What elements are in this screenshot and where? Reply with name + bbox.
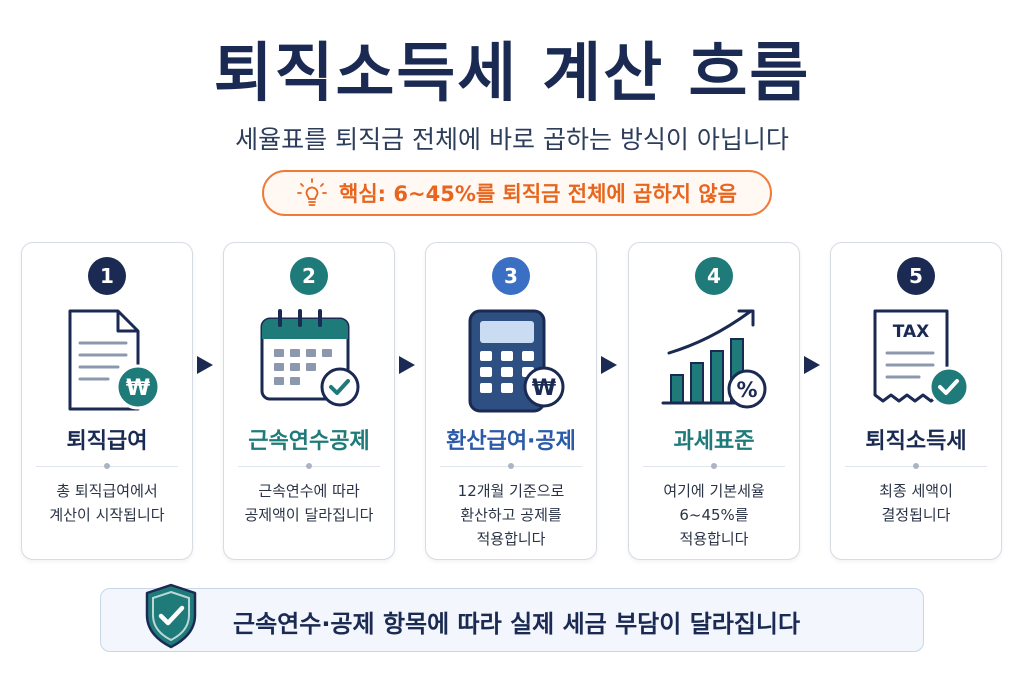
page-title: 퇴직소득세 계산 흐름	[213, 37, 811, 111]
arrow-right-icon	[601, 356, 617, 374]
arrow-right-icon	[197, 356, 213, 374]
divider	[643, 463, 785, 469]
svg-text:₩: ₩	[532, 376, 556, 401]
divider	[36, 463, 178, 469]
chart-percent-icon: %	[661, 309, 767, 409]
footer-text: 근속연수·공제 항목에 따라 실제 세금 부담이 달라집니다	[233, 609, 801, 638]
tax-receipt-check-icon: TAX	[873, 309, 970, 408]
step-card-2: 2 근속연수공제 근속연수에 따라 공제액이 달라집니다	[223, 242, 395, 560]
key-point-badge: 핵심: 6~45%를 퇴직금 전체에 곱하지 않음	[262, 170, 772, 216]
step-description: 12개월 기준으로 환산하고 공제를 적용합니다	[457, 482, 565, 548]
svg-text:TAX: TAX	[893, 322, 930, 342]
arrow-right-icon	[399, 356, 415, 374]
step-title: 과세표준	[673, 429, 755, 454]
svg-text:₩: ₩	[126, 376, 150, 401]
step-title: 퇴직급여	[66, 429, 148, 454]
calendar-check-icon	[260, 309, 360, 407]
step-description: 여기에 기본세율 6~45%를 적용합니다	[663, 482, 765, 548]
calculator-won-icon: ₩	[468, 309, 565, 413]
key-point-text: 핵심: 6~45%를 퇴직금 전체에 곱하지 않음	[339, 182, 737, 206]
step-number: 4	[695, 257, 733, 295]
step-number: 3	[492, 257, 530, 295]
step-description: 최종 세액이 결정됩니다	[879, 482, 953, 524]
shield-check-icon	[145, 583, 197, 649]
step-description: 총 퇴직급여에서 계산이 시작됩니다	[49, 482, 165, 524]
step-card-4: 4 % 과세표준 여기에 기본세율 6~45%를 적용합니다	[628, 242, 800, 560]
step-number: 5	[897, 257, 935, 295]
arrow-right-icon	[804, 356, 820, 374]
svg-text:%: %	[736, 378, 757, 402]
step-card-3: 3 ₩ 환산급여·공제 12개월 기준으로 환산하고 공제를 적용합니다	[425, 242, 597, 560]
step-title: 퇴직소득세	[865, 429, 967, 454]
footer-banner: 근속연수·공제 항목에 따라 실제 세금 부담이 달라집니다	[100, 583, 924, 652]
divider	[845, 463, 987, 469]
document-won-icon: ₩	[68, 309, 161, 411]
divider	[238, 463, 380, 469]
step-description: 근속연수에 따라 공제액이 달라집니다	[244, 482, 374, 524]
step-title: 환산급여·공제	[446, 429, 576, 454]
step-title: 근속연수공제	[248, 429, 370, 454]
step-number: 1	[88, 257, 126, 295]
step-number: 2	[290, 257, 328, 295]
lightbulb-icon	[297, 178, 327, 206]
page-subtitle: 세율표를 퇴직금 전체에 바로 곱하는 방식이 아닙니다	[235, 125, 789, 154]
divider	[440, 463, 582, 469]
step-card-1: 1 ₩ 퇴직급여 총 퇴직급여에서 계산이 시작됩니다	[21, 242, 193, 560]
step-card-5: 5 TAX 퇴직소득세 최종 세액이 결정됩니다	[830, 242, 1002, 560]
